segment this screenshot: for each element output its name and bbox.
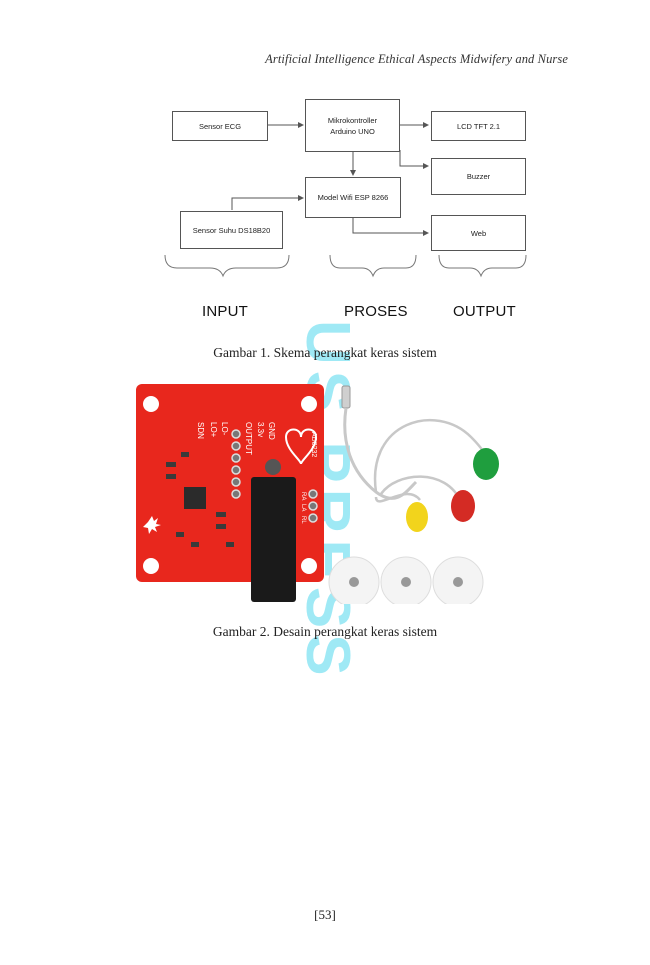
block-label: Mikrokontroller Arduino UNO [327, 115, 378, 136]
hardware-schematic-diagram: Sensor ECG Mikrokontroller Arduino UNO L… [150, 90, 550, 330]
label-lo-plus: LO+ [209, 422, 218, 438]
block-label: LCD TFT 2.1 [456, 121, 501, 131]
brace-proses [329, 254, 417, 278]
label-output: OUTPUT [244, 422, 253, 455]
jack-socket [265, 459, 281, 475]
label-lo-minus: LO- [220, 422, 229, 436]
block-label: Model Wifi ESP 8266 [317, 193, 389, 202]
label-gnd: GND [267, 422, 276, 440]
heart-logo [284, 428, 318, 465]
block-sensor-ecg: Sensor ECG [172, 111, 268, 141]
label-3v3: 3.3v [256, 422, 265, 437]
block-label: Web [470, 228, 487, 238]
group-label-proses: PROSES [344, 303, 408, 320]
block-buzzer: Buzzer [431, 158, 526, 195]
label-la: LA [300, 504, 306, 511]
label-rl: RL [300, 516, 306, 524]
mount-hole [301, 558, 317, 574]
ecg-cable [341, 385, 490, 503]
block-mikrokontroller: Mikrokontroller Arduino UNO [305, 99, 400, 152]
lead-green [473, 448, 499, 480]
running-header: Artificial Intelligence Ethical Aspects … [265, 52, 568, 66]
block-wifi: Model Wifi ESP 8266 [305, 177, 401, 218]
label-sdn: SDN [196, 422, 205, 439]
smd-components [166, 452, 234, 547]
arrow-suhu-to-wifi [231, 195, 304, 210]
mount-hole [143, 396, 159, 412]
label-ra: RA [300, 492, 306, 500]
lead-red [451, 490, 475, 522]
figure-2-caption: Gambar 2. Desain perangkat keras sistem [212, 624, 438, 639]
hardware-photo: GND 3.3v OUTPUT LO- LO+ SDN AD8232 RA LA… [136, 382, 516, 608]
flame-logo-icon [143, 516, 161, 534]
block-lcd: LCD TFT 2.1 [431, 111, 526, 141]
brace-output [438, 254, 527, 278]
page-number: [53] [314, 907, 336, 922]
mount-hole [301, 396, 317, 412]
arrow-wifi-to-web [352, 218, 429, 236]
block-label: Buzzer [466, 172, 491, 181]
block-web: Web [431, 215, 526, 251]
block-label: Sensor ECG [198, 121, 242, 131]
block-label: Sensor Suhu DS18B20 [192, 225, 271, 235]
arrow-mcu-to-buzzer [399, 150, 429, 169]
brace-input [164, 254, 290, 278]
group-label-input: INPUT [202, 303, 248, 320]
lead-yellow [406, 502, 428, 532]
header-pins [231, 429, 318, 523]
figure-1-caption: Gambar 1. Skema perangkat keras sistem [213, 345, 437, 360]
group-label-output: OUTPUT [453, 303, 516, 320]
block-sensor-suhu: Sensor Suhu DS18B20 [180, 211, 283, 249]
diagram-connectors [164, 122, 527, 278]
mount-hole [143, 558, 159, 574]
electrode-pads [328, 556, 484, 608]
audio-jack [251, 477, 296, 602]
label-model: AD8232 [310, 432, 317, 457]
hardware-illustration: GND 3.3v OUTPUT LO- LO+ SDN AD8232 RA LA… [136, 384, 499, 608]
ic-chip [184, 487, 206, 509]
